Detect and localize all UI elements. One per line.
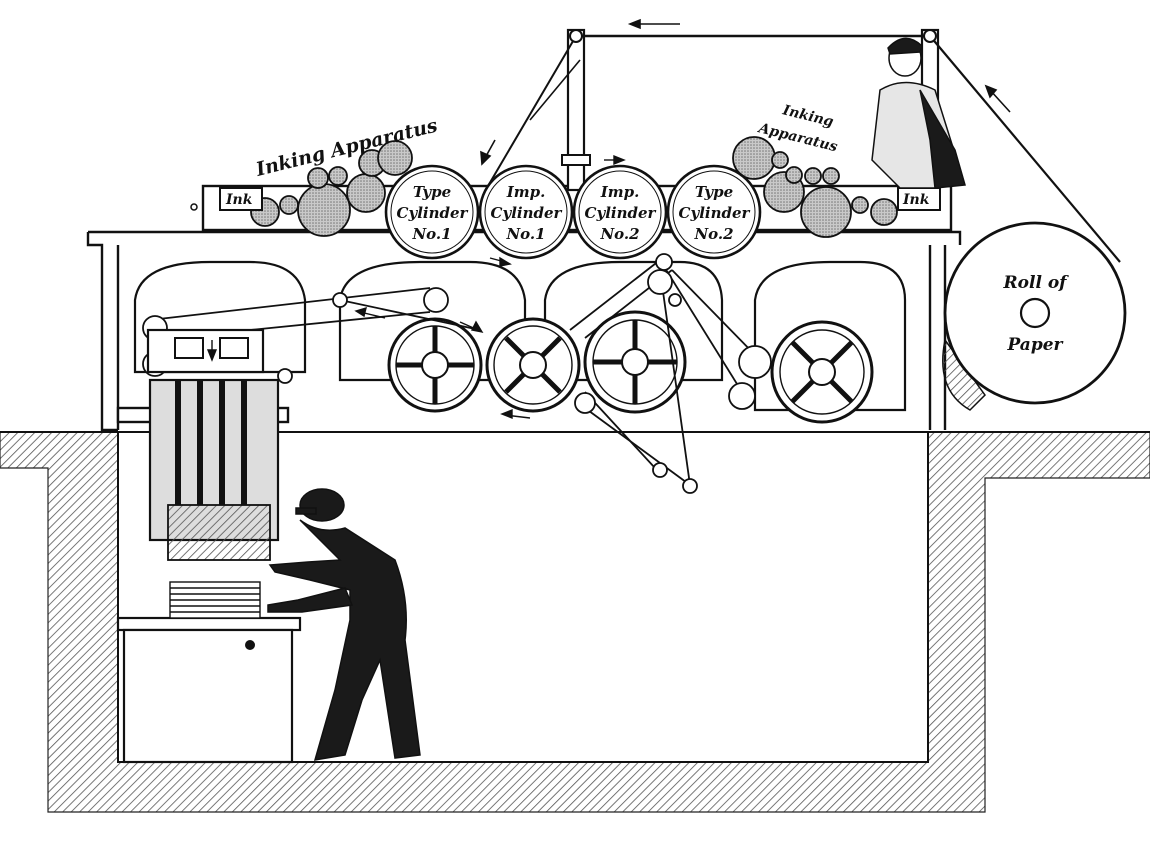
paper-stack bbox=[169, 581, 261, 619]
worker-figure bbox=[267, 488, 421, 761]
cylinder-type-2: Type Cylinder No.2 bbox=[666, 164, 762, 260]
roll-label-line2: Paper bbox=[1006, 335, 1063, 355]
cylinder-label-line1: Type bbox=[413, 183, 451, 201]
cylinder-imp-2: Imp. Cylinder No.2 bbox=[572, 164, 668, 260]
cutting-block bbox=[146, 328, 280, 561]
cylinder-label-line2: Cylinder bbox=[679, 204, 751, 222]
ink-label-left: Ink bbox=[225, 192, 253, 208]
delivery-table bbox=[116, 581, 302, 764]
cylinder-label-line2: Cylinder bbox=[397, 204, 469, 222]
inking-rollers-right bbox=[732, 136, 898, 238]
cylinder-imp-1: Imp. Cylinder No.1 bbox=[478, 164, 574, 260]
tapes-and-pulleys bbox=[142, 253, 772, 494]
ink-fountain-right: Ink bbox=[897, 187, 941, 211]
cylinder-label-line2: Cylinder bbox=[491, 204, 563, 222]
motion-arrows bbox=[206, 154, 626, 420]
cylinder-label-line2: Cylinder bbox=[585, 204, 657, 222]
cylinder-label-line3: No.2 bbox=[599, 225, 639, 243]
wheel-3 bbox=[583, 310, 687, 414]
cylinder-label-line3: No.2 bbox=[693, 225, 733, 243]
cylinder-label-line1: Imp. bbox=[600, 183, 640, 201]
paper-roll: Roll of Paper bbox=[942, 221, 1127, 411]
spoked-wheels bbox=[387, 310, 874, 424]
roll-label-line1: Roll of bbox=[1003, 273, 1070, 293]
cylinder-label-line3: No.1 bbox=[411, 225, 451, 243]
inking-rollers-left bbox=[250, 140, 413, 237]
ink-fountain-left: Ink bbox=[190, 187, 263, 211]
cylinder-label-line1: Imp. bbox=[506, 183, 546, 201]
cylinder-label-line1: Type bbox=[695, 183, 733, 201]
cylinder-label-line3: No.1 bbox=[505, 225, 545, 243]
ink-label-right: Ink bbox=[902, 192, 930, 208]
wheel-4 bbox=[770, 320, 874, 424]
wheel-2 bbox=[485, 317, 581, 413]
operator-figure bbox=[871, 37, 966, 189]
wheel-1 bbox=[387, 317, 483, 413]
cylinder-type-1: Type Cylinder No.1 bbox=[384, 164, 480, 260]
